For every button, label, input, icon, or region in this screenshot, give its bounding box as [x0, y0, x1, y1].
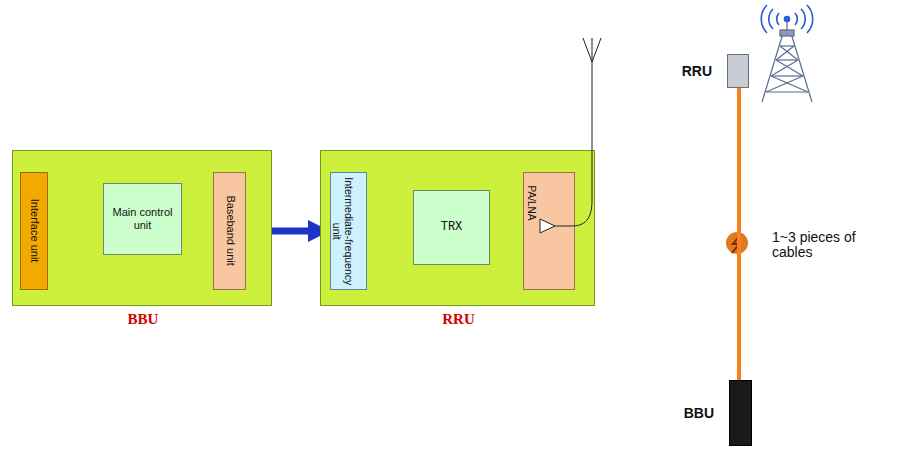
process-box: Main control unit — [103, 183, 182, 255]
unit-heading: BBU — [684, 405, 714, 421]
amplifier-and-antenna — [540, 38, 601, 233]
frequency-box: Intermediate-frequency unit — [330, 172, 367, 290]
transmission-tower — [762, 22, 812, 102]
unit-label: Interface unit — [28, 176, 41, 286]
baseband-box: Baseband unit — [213, 172, 246, 290]
cable-line — [737, 88, 741, 380]
unit-panel: RRUIntermediate-frequency unitTRXPA/LNA — [320, 150, 595, 306]
unit-heading: RRU — [682, 63, 712, 79]
unit-label: Main control unit — [104, 206, 181, 231]
process-box: TRX — [413, 190, 490, 265]
unit-label: Baseband unit — [223, 176, 236, 286]
rru-device: RRU — [727, 54, 749, 88]
bbu-cabinet: BBU — [729, 380, 752, 446]
unit-label: PA/LNA — [526, 173, 538, 233]
unit-heading: RRU — [321, 311, 596, 328]
radio-waves — [761, 5, 812, 33]
unit-heading: BBU — [13, 311, 273, 328]
unit-label: Intermediate-frequency unit — [331, 176, 355, 286]
cable-label: 1~3 pieces of cables — [772, 230, 882, 261]
unit-label: TRX — [414, 221, 489, 235]
interface-box: Interface unit — [20, 172, 48, 290]
unit-panel: BBUInterface unitMain control unitBaseba… — [12, 150, 272, 306]
amplifier-box: PA/LNA — [523, 172, 575, 290]
